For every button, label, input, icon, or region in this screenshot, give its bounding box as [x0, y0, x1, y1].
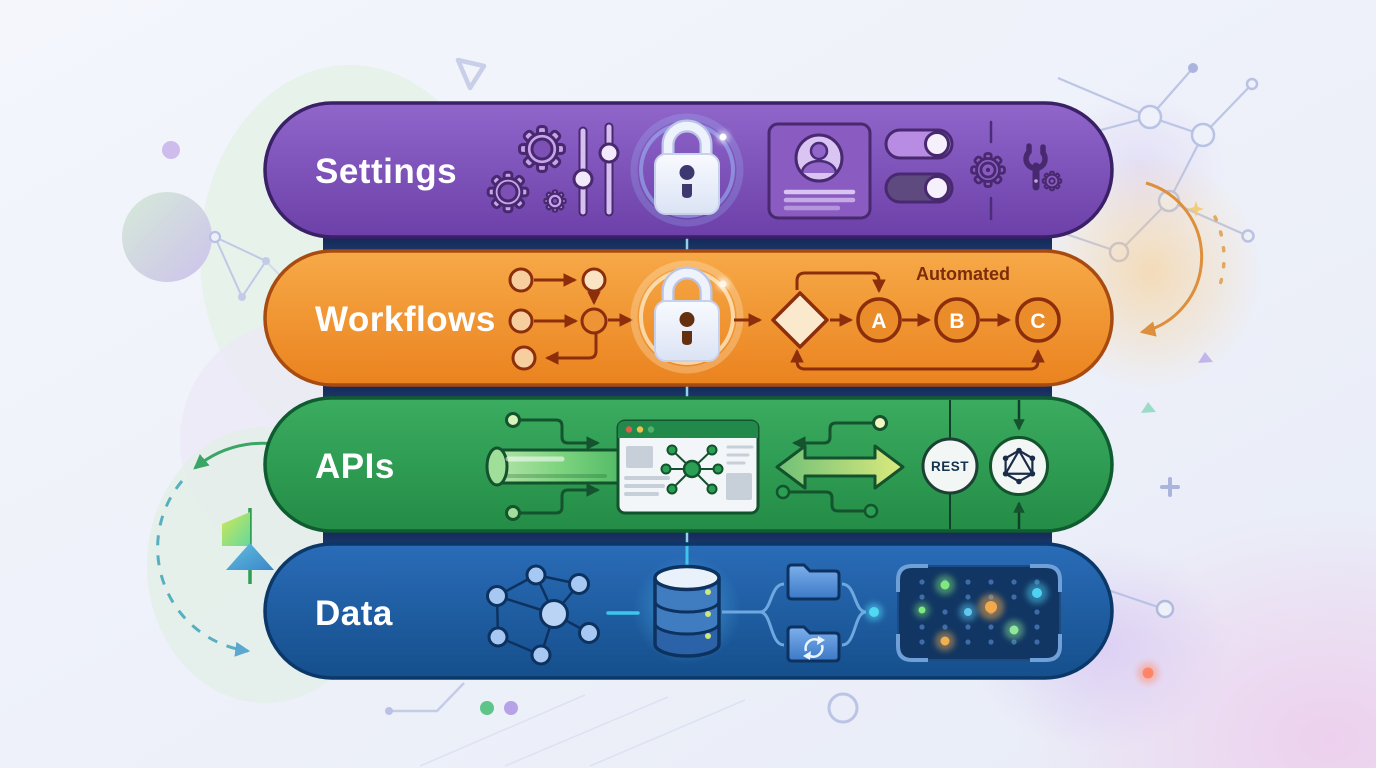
- faint-grid: [419, 694, 746, 767]
- candle-triangle: [226, 543, 274, 570]
- candle-flag: [222, 512, 250, 546]
- window-dot-yellow: [636, 426, 644, 433]
- band-settings: Settings: [263, 101, 1114, 239]
- toggle-off-icon: [884, 172, 954, 204]
- network-graph-icon: [486, 564, 600, 666]
- bottom-left-trace: [385, 682, 465, 715]
- flow-graph-icon: [508, 267, 634, 371]
- gradient-circle: [122, 192, 212, 282]
- automated-flow: A B C Automated: [734, 264, 1061, 371]
- sliders-icon: [572, 122, 620, 217]
- id-card-icon: [767, 122, 872, 220]
- gear-outline-icon: [970, 152, 1006, 188]
- step-a-label: A: [871, 310, 886, 333]
- small-teal-triangle: [1141, 402, 1156, 413]
- triangle-outline-icon: [455, 57, 487, 91]
- folder-branch: [722, 582, 867, 647]
- pipe-icon: [485, 446, 624, 487]
- bypass-arrow: [795, 271, 886, 294]
- circuit-trace-icon: [505, 412, 601, 521]
- sync-arrows-icon: [803, 636, 825, 660]
- apis-label: APIs: [315, 447, 395, 486]
- plus-icon: [1160, 477, 1180, 497]
- glow-dots: [914, 575, 1048, 651]
- step-b-label: B: [949, 310, 964, 333]
- circuit-trace-right: [775, 415, 888, 519]
- band-data: Data: [263, 542, 1114, 680]
- sparkle-icon: [1188, 201, 1204, 217]
- browser-window-icon: [616, 419, 760, 515]
- band-workflows: Workflows A B C: [263, 249, 1114, 387]
- bidirectional-arrow-icon: [775, 444, 905, 490]
- step-node-b: [934, 297, 980, 343]
- graphql-badge: [989, 400, 1049, 529]
- data-panel-icon: [896, 564, 1062, 662]
- gears-icon: [486, 125, 567, 214]
- small-purple-triangle: [1198, 352, 1213, 363]
- orange-arc-arrow: [1139, 181, 1204, 337]
- window-dot-red: [625, 426, 633, 433]
- panel-corner-brackets: [896, 564, 1062, 662]
- lock-icon: [630, 113, 744, 227]
- step-node-c: [1015, 297, 1061, 343]
- workflows-label: Workflows: [315, 300, 496, 339]
- step-c-label: C: [1030, 310, 1045, 333]
- small-lavender-dot: [162, 141, 180, 159]
- rest-label: REST: [931, 459, 969, 474]
- keyhole: [679, 165, 695, 198]
- red-glow-dot: [1137, 662, 1159, 684]
- network-left-nodes: [208, 230, 270, 301]
- glow-node: [865, 603, 883, 621]
- lock-icon: [630, 260, 744, 374]
- decision-diamond-icon: [771, 291, 829, 349]
- window-dot-green: [647, 426, 655, 433]
- step-node-a: [856, 297, 902, 343]
- feedback-arrow: [790, 348, 1045, 371]
- keyhole: [679, 312, 695, 345]
- purple-dot: [504, 701, 518, 715]
- settings-label: Settings: [315, 152, 457, 191]
- rest-badge: REST: [921, 400, 979, 529]
- band-apis: APIs: [263, 396, 1114, 533]
- database-icon: [633, 546, 741, 664]
- node-graph-icon: [660, 444, 724, 495]
- automated-label: Automated: [916, 264, 1010, 284]
- graphql-logo: [1002, 447, 1036, 485]
- orange-arc-dashed: [1213, 215, 1226, 293]
- circle-outline: [827, 692, 859, 724]
- green-dot: [480, 701, 494, 715]
- toggle-on-icon: [884, 128, 954, 160]
- folder-icon: [786, 563, 841, 601]
- data-label: Data: [315, 594, 393, 633]
- wrench-icon: [1023, 143, 1063, 192]
